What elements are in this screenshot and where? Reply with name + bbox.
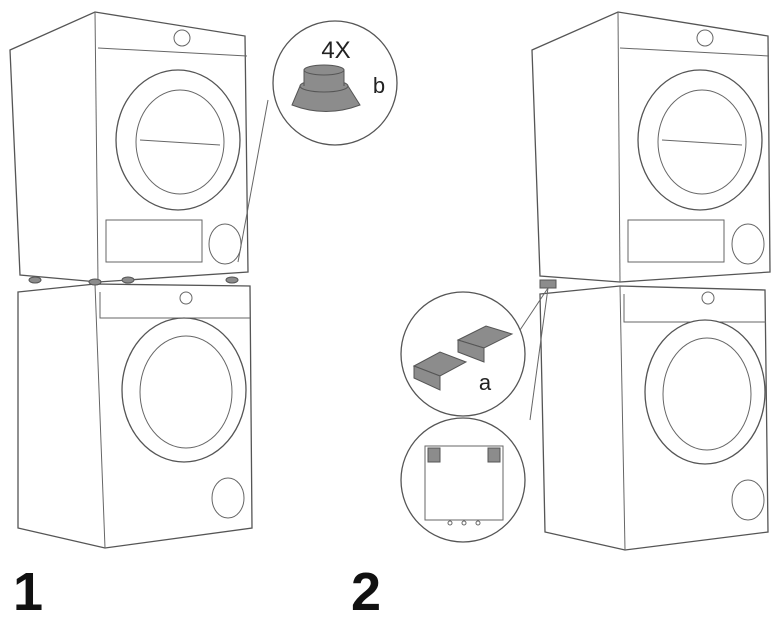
- washer-bottom: [17, 283, 253, 549]
- foot-marks: [28, 276, 239, 286]
- callout-foot-b: 4X b: [272, 20, 398, 146]
- step-number-1: 1: [13, 562, 43, 618]
- bracket-mark: [539, 279, 557, 289]
- dryer-top: [9, 11, 249, 286]
- part-label-b: b: [373, 73, 385, 98]
- stacking-bracket-icon: [412, 325, 514, 391]
- stacking-foot-icon: [291, 64, 361, 112]
- part-label-a: a: [479, 370, 492, 395]
- quantity-label: 4X: [321, 37, 350, 64]
- dryer-top-2: [531, 11, 771, 289]
- step-number-2: 2: [351, 562, 381, 618]
- step-2-illustration: a 2: [351, 11, 771, 618]
- washer-bottom-2: [539, 285, 769, 551]
- step-1-illustration: 4X b 1: [9, 11, 398, 618]
- callout-bracket-a: a: [400, 291, 526, 543]
- bracket-position-detail-icon: [424, 445, 504, 526]
